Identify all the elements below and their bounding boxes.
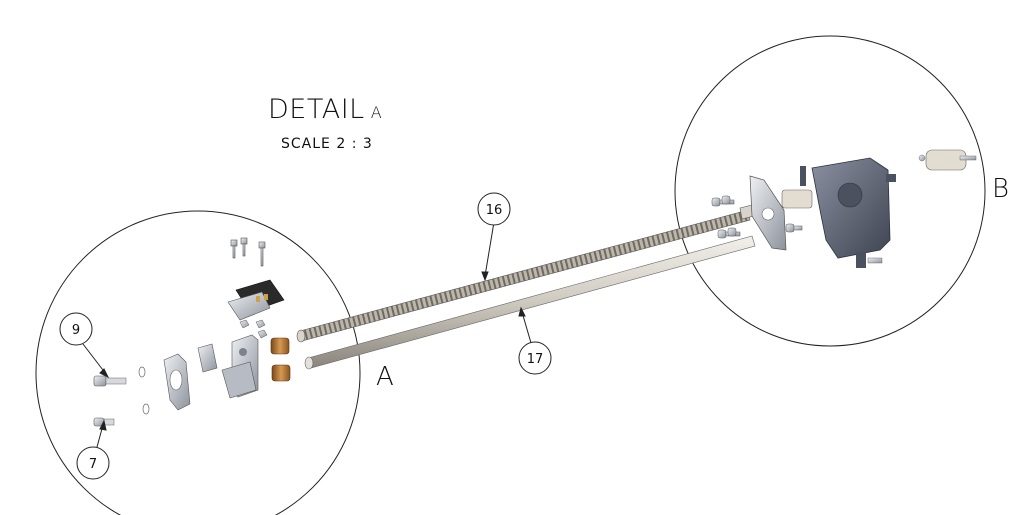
balloon-7: 7 <box>76 446 110 480</box>
svg-text:7: 7 <box>89 457 97 472</box>
cap-screw-9 <box>93 375 127 387</box>
detail-circle-b <box>674 35 986 347</box>
bolt-set-b <box>711 195 803 239</box>
detail-title-text: DETAIL <box>268 94 365 125</box>
nut-group <box>239 319 268 339</box>
mounting-plate <box>749 175 787 251</box>
view-label-b: B <box>992 174 1010 204</box>
balloon-16: 16 <box>477 192 511 226</box>
svg-text:17: 17 <box>527 352 544 367</box>
detail-circle-a <box>35 210 361 515</box>
right-angle-gearbox <box>800 157 896 268</box>
washer-group <box>138 366 150 415</box>
balloon-9: 9 <box>59 312 93 346</box>
bronze-bushing-upper <box>270 337 290 355</box>
hex-bolt-group <box>230 237 266 267</box>
rod-clamp <box>163 353 191 411</box>
limit-switch <box>227 279 285 321</box>
svg-text:16: 16 <box>486 203 503 218</box>
cap-screw-7 <box>93 417 115 427</box>
spacer-block <box>197 343 218 373</box>
detail-scale: SCALE 2 : 3 <box>281 136 373 152</box>
svg-text:9: 9 <box>72 323 80 338</box>
motor-coupler <box>918 149 977 171</box>
guide-rod <box>304 235 756 370</box>
bronze-bushing-lower <box>271 364 291 382</box>
balloon-leaders <box>82 221 532 448</box>
detail-title: DETAIL A <box>268 94 382 125</box>
motor-mount-bracket <box>221 334 259 399</box>
view-label-a: A <box>376 362 394 392</box>
shaft-coupler <box>781 189 813 209</box>
detail-title-letter: A <box>370 103 382 122</box>
lead-screw <box>296 204 755 343</box>
balloon-17: 17 <box>518 341 552 375</box>
